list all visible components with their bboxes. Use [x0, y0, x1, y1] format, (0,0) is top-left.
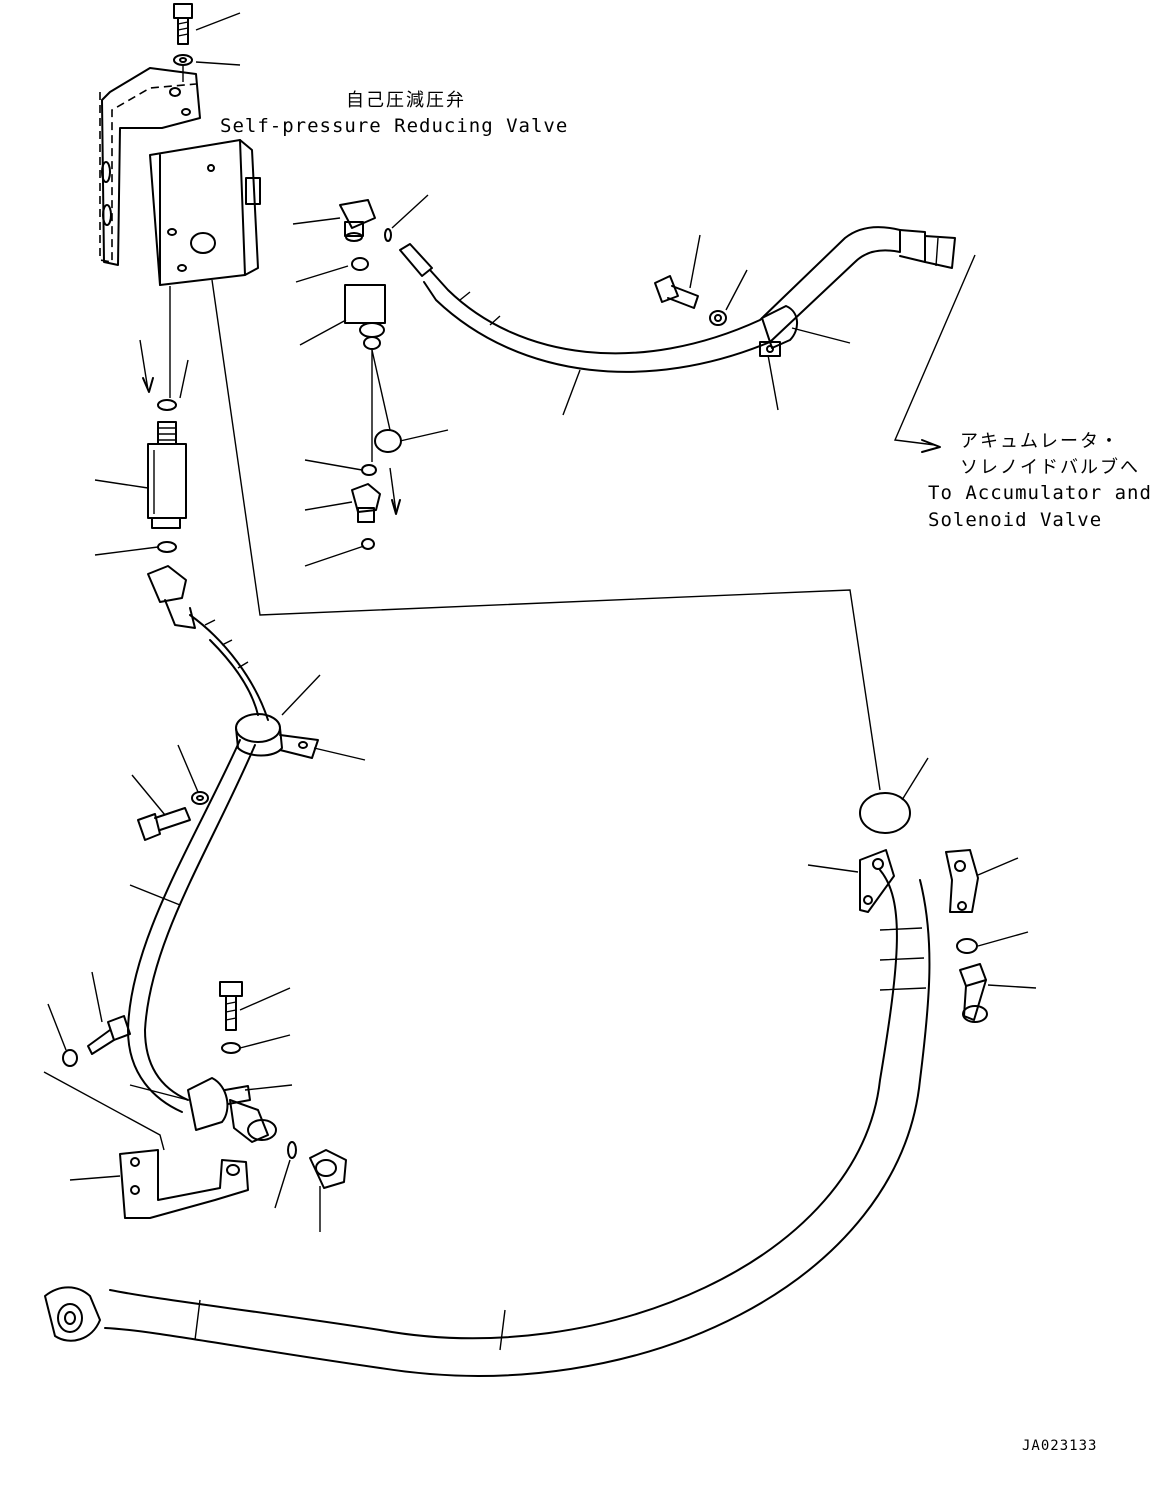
mounting-bracket-lower — [119, 1149, 249, 1219]
reducing-valve-block — [149, 139, 261, 286]
o-ring — [351, 257, 369, 271]
valve-label-english: Self-pressure Reducing Valve — [220, 115, 569, 137]
lower-hose-clamp — [187, 1077, 251, 1131]
main-return-hose — [44, 869, 931, 1377]
destination-label-english-1: To Accumulator and — [928, 482, 1152, 504]
o-ring — [361, 464, 377, 476]
accumulator-arrow-head — [921, 439, 941, 453]
hose-clamp-middle — [235, 713, 319, 759]
clamp-bolt-middle — [137, 791, 209, 841]
plug-cap — [374, 429, 402, 453]
destination-label-japanese-2: ソレノイドバルブへ — [960, 457, 1140, 478]
o-ring — [157, 541, 177, 553]
guide-line-accumulator — [893, 254, 976, 446]
destination-label-english-2: Solenoid Valve — [928, 509, 1103, 531]
lower-plug — [309, 1149, 347, 1189]
flange-washer — [956, 938, 978, 954]
split-flange-right — [945, 849, 979, 913]
lower-hose-fitting — [229, 1099, 277, 1143]
plug-cap-large — [859, 792, 911, 834]
o-ring — [384, 228, 392, 242]
o-ring — [361, 538, 375, 550]
destination-label-japanese-1: アキュムレータ・ — [960, 431, 1120, 452]
leader-lines — [47, 12, 1037, 1232]
upper-hose — [399, 226, 956, 373]
assembly-arrow-head — [142, 377, 154, 393]
guide-line-bracket — [43, 1071, 165, 1151]
assembly-arrow — [389, 467, 397, 513]
clamp-bolt-upper — [654, 275, 727, 326]
pressure-switch — [147, 421, 187, 529]
split-flange-left — [859, 849, 895, 913]
valve-top-bolt — [173, 3, 193, 82]
assembly-arrow-head — [391, 499, 401, 515]
guide-line-main — [211, 279, 881, 791]
o-ring — [157, 399, 177, 411]
lower-bolt-b — [62, 1015, 131, 1067]
adapter-fitting — [351, 483, 381, 523]
elbow-fitting — [339, 199, 376, 242]
valve-mounting-bracket — [99, 67, 201, 266]
drawing-code: JA023133 — [1022, 1438, 1098, 1454]
flange-bolt — [959, 963, 988, 1023]
check-valve — [344, 284, 386, 350]
hose-clamp-upper — [759, 305, 798, 357]
assembly-arrow — [139, 339, 149, 391]
lower-bolt-a — [219, 981, 243, 1054]
o-ring — [287, 1141, 297, 1159]
valve-label-japanese: 自己圧減圧弁 — [346, 90, 466, 111]
